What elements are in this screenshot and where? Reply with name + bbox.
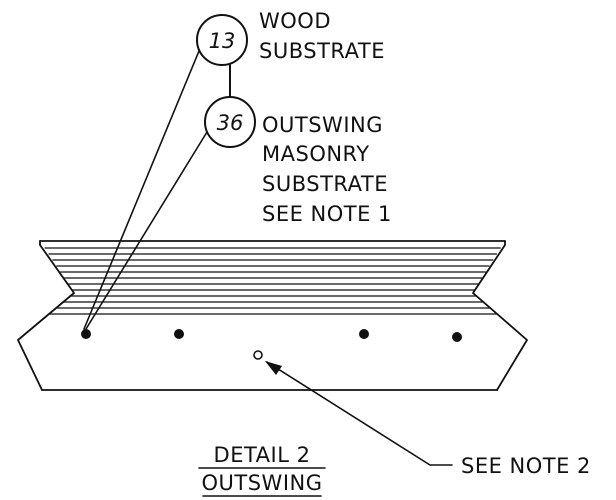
substrate-hatch-lines <box>44 247 501 315</box>
fastener-dot <box>174 329 184 339</box>
callout-bubble-36 <box>204 96 256 148</box>
substrate-section <box>17 240 528 391</box>
callout-36-label-line-1: OUTSWING <box>262 113 383 137</box>
callout-36-label-line-2: MASONRY <box>262 142 370 166</box>
callout-number-36: 36 <box>217 111 244 135</box>
leader-line-36 <box>85 131 208 330</box>
callout-13-label-line-1: WOOD <box>259 9 331 33</box>
callout-36-label-line-4: SEE NOTE 1 <box>262 202 392 226</box>
note-2-label: SEE NOTE 2 <box>461 454 591 478</box>
open-hole-marker <box>253 350 263 360</box>
fastener-dot <box>359 329 369 339</box>
frame-outline-right <box>472 240 528 391</box>
fastener-dot <box>81 329 91 339</box>
callout-number-13: 13 <box>209 29 236 53</box>
frame-outline-left <box>17 240 75 391</box>
leader-line-13 <box>83 50 200 330</box>
detail-title-line-2: OUTSWING <box>202 471 323 495</box>
fastener-dot <box>452 332 462 342</box>
detail-title-line-1: DETAIL 2 <box>214 443 311 467</box>
note-2-arrowhead <box>265 361 282 375</box>
callout-bubble-13 <box>196 14 248 66</box>
note-2-leader-line <box>266 361 453 466</box>
callout-13-label-line-2: SUBSTRATE <box>259 39 385 63</box>
callout-36-label-line-3: SUBSTRATE <box>262 172 388 196</box>
